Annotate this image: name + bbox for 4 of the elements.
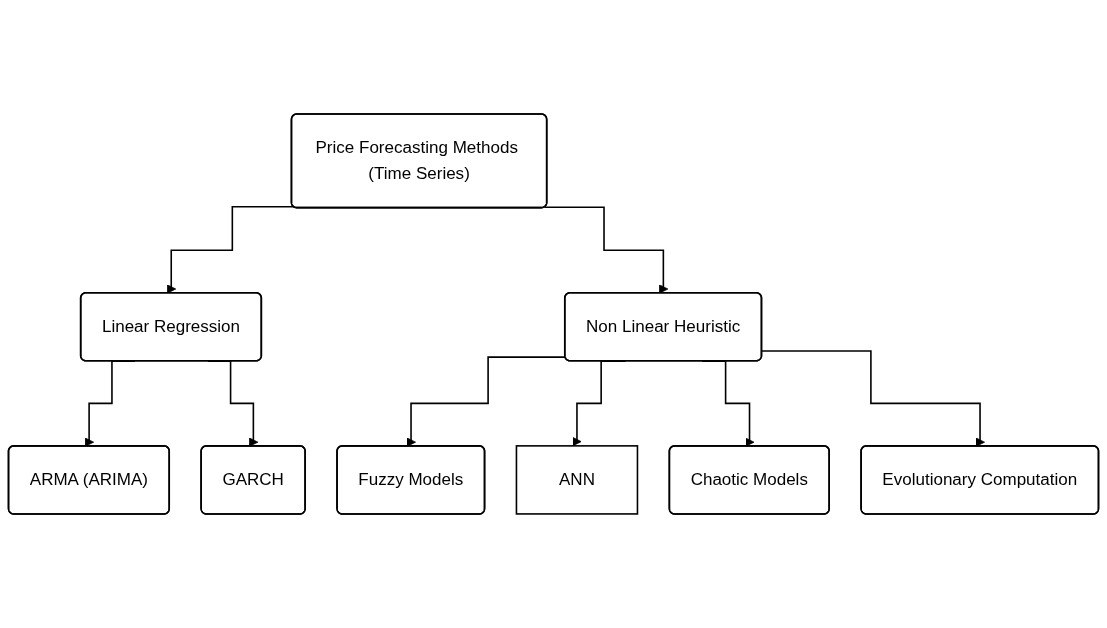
node-box: ANN (515, 445, 639, 515)
arrow (166, 205, 295, 294)
arrow (544, 206, 669, 294)
arrow (761, 350, 985, 447)
